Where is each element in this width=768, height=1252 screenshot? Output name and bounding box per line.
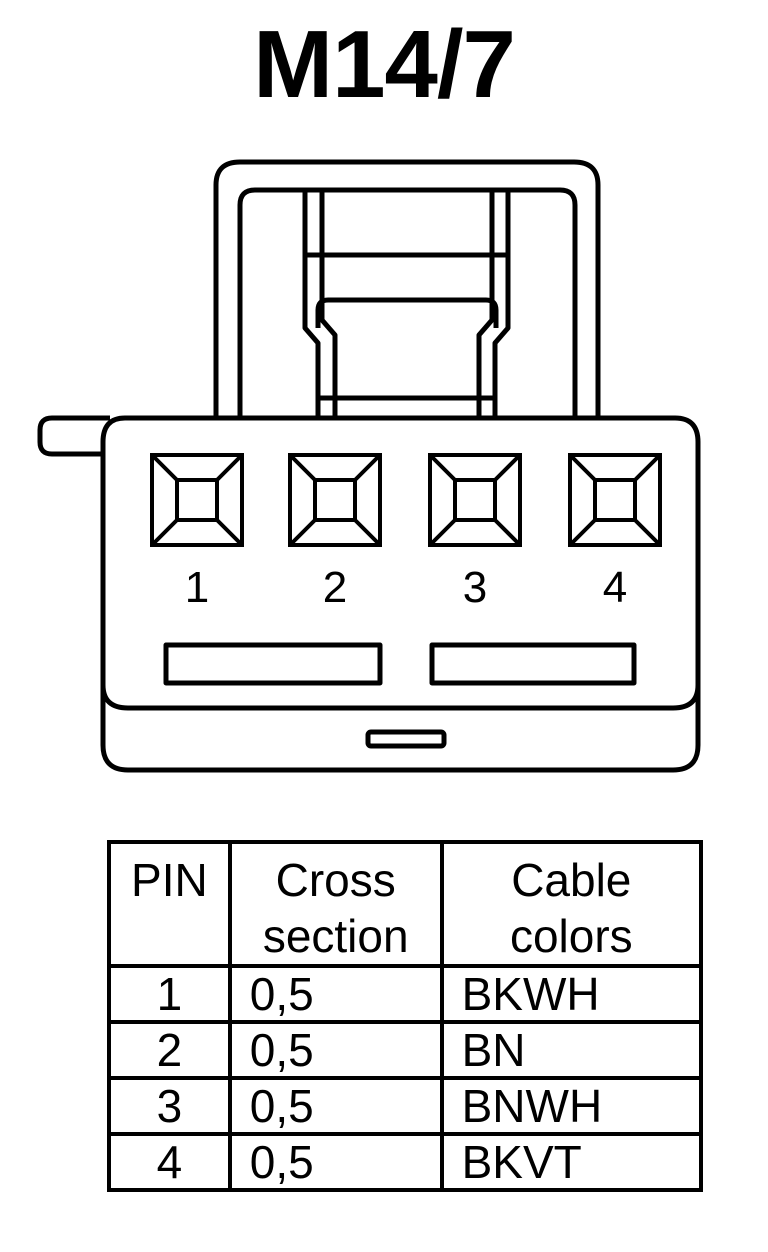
cell-cross-section: 0,5	[227, 1076, 444, 1136]
pin-terminal-4	[568, 453, 662, 547]
header-cross-section: Cross section	[227, 840, 444, 968]
table-row: 4 0,5 BKVT	[107, 1132, 704, 1192]
latch-tongue-outer	[302, 190, 511, 418]
latch-frame-inner	[237, 187, 578, 418]
cell-cable-color: BKWH	[439, 964, 704, 1024]
latch-tongue-inner	[319, 190, 495, 418]
pin-terminal-3	[428, 453, 522, 547]
table-row: 3 0,5 BNWH	[107, 1076, 704, 1136]
cell-pin: 4	[107, 1132, 232, 1192]
cell-cross-section: 0,5	[227, 1020, 444, 1080]
cell-pin: 1	[107, 964, 232, 1024]
side-tab	[37, 415, 110, 457]
slot-right	[429, 642, 637, 686]
cell-cable-color: BNWH	[439, 1076, 704, 1136]
cell-cross-section: 0,5	[227, 964, 444, 1024]
diagram-title: M14/7	[253, 11, 516, 118]
cell-cable-color: BKVT	[439, 1132, 704, 1192]
body-divider	[100, 684, 701, 711]
pin-label-4: 4	[603, 563, 627, 612]
pin-label-2: 2	[323, 563, 347, 612]
pin-terminal-1	[150, 453, 244, 547]
cell-pin: 2	[107, 1020, 232, 1080]
cell-cross-section: 0,5	[227, 1132, 444, 1192]
connector-diagram: 1 2 3 4	[37, 159, 701, 773]
pin-label-3: 3	[463, 563, 487, 612]
bottom-notch	[365, 729, 447, 749]
cell-cable-color: BN	[439, 1020, 704, 1080]
latch-tongue-window	[315, 297, 499, 328]
slot-left	[163, 642, 383, 686]
pin-terminal-2	[288, 453, 382, 547]
cell-pin: 3	[107, 1076, 232, 1136]
latch-frame-outer	[213, 159, 601, 418]
table-header-row: PIN Cross section Cable colors	[107, 840, 704, 968]
table-row: 2 0,5 BN	[107, 1020, 704, 1080]
pin-label-1: 1	[185, 563, 209, 612]
pin-table: PIN Cross section Cable colors 1 0,5 BKW…	[107, 840, 704, 1192]
table-row: 1 0,5 BKWH	[107, 964, 704, 1024]
header-cable-colors: Cable colors	[439, 840, 704, 968]
header-pin: PIN	[107, 840, 232, 968]
